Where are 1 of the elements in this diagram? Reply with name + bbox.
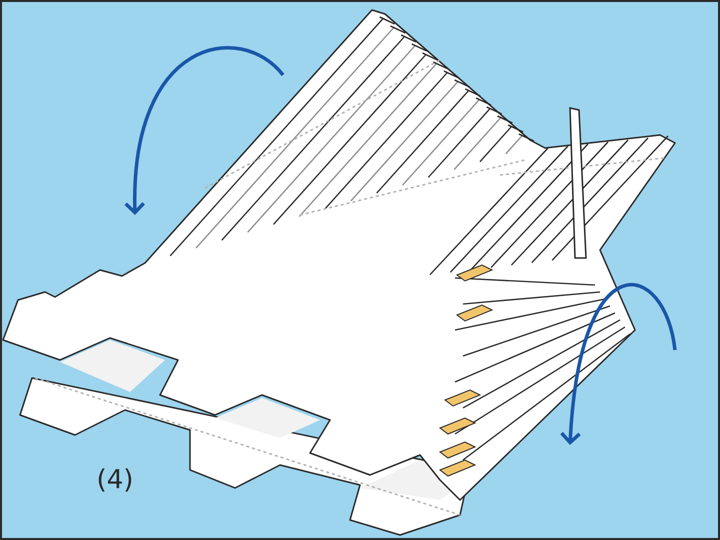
step-number: (4) bbox=[98, 468, 132, 492]
